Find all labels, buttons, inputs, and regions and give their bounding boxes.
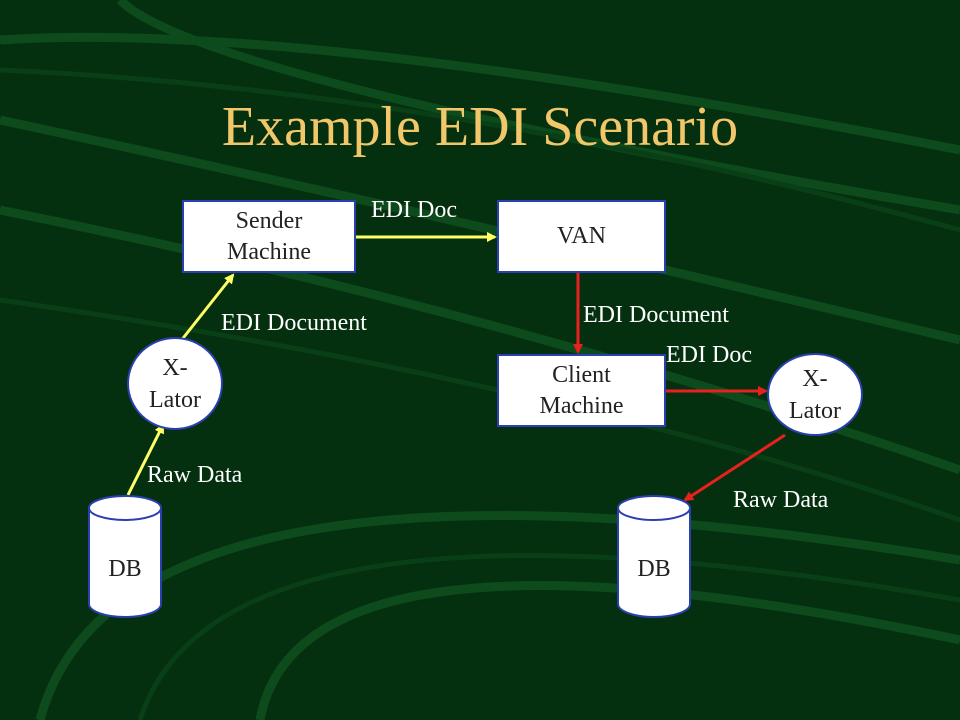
arrow-xlator-to-db: [683, 433, 786, 502]
label-edi-doc-right: EDI Doc: [666, 342, 752, 368]
xlator-left-circle: X- Lator: [127, 337, 223, 430]
sender-machine-box: Sender Machine: [182, 200, 356, 273]
arrow-db-to-xlator: [126, 423, 165, 496]
label-edi-document-left: EDI Document: [221, 310, 367, 336]
db-left-label: DB: [108, 556, 142, 582]
db-right-label: DB: [637, 556, 671, 582]
label-edi-doc-top: EDI Doc: [371, 197, 457, 223]
label-raw-data-right: Raw Data: [733, 487, 829, 513]
label-raw-data-left: Raw Data: [147, 462, 243, 488]
label-edi-document-right: EDI Document: [583, 302, 729, 328]
slide-title: Example EDI Scenario: [221, 96, 739, 158]
xlator-right-circle: X- Lator: [767, 353, 863, 436]
db-right-cylinder: [617, 495, 691, 618]
client-machine-box: Client Machine: [497, 354, 666, 427]
db-left-cylinder: [88, 495, 162, 618]
van-box: VAN: [497, 200, 666, 273]
arrow-xlator-to-sender: [178, 273, 235, 343]
